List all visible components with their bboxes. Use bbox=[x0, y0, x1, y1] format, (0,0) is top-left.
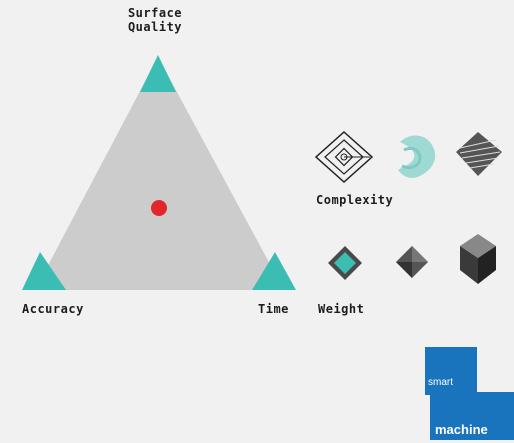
complexity-high-icon bbox=[456, 132, 502, 176]
weight-medium-icon bbox=[396, 246, 428, 278]
accuracy-corner-marker bbox=[22, 252, 66, 290]
logo-machine-text: machine bbox=[435, 422, 488, 437]
trade-off-triangle bbox=[35, 57, 284, 290]
surface-quality-corner-marker bbox=[140, 55, 176, 92]
logo-machine-block: machine bbox=[430, 392, 514, 440]
time-label: Time bbox=[258, 302, 289, 316]
time-corner-marker bbox=[252, 252, 296, 290]
surface-quality-line-1: Surface bbox=[127, 6, 183, 20]
complexity-low-icon bbox=[314, 130, 374, 184]
weight-low-icon bbox=[328, 246, 362, 280]
complexity-medium-icon bbox=[398, 135, 436, 178]
logo-smart-block: smart bbox=[425, 347, 477, 395]
operating-point bbox=[151, 200, 167, 216]
logo-smart-text: smart bbox=[428, 377, 453, 388]
weight-label: Weight bbox=[318, 302, 365, 316]
surface-quality-line-2: Quality bbox=[127, 20, 183, 34]
accuracy-label: Accuracy bbox=[22, 302, 84, 316]
weight-high-icon bbox=[460, 234, 496, 284]
surface-quality-label: Surface Quality bbox=[105, 6, 205, 34]
complexity-label: Complexity bbox=[316, 193, 394, 207]
